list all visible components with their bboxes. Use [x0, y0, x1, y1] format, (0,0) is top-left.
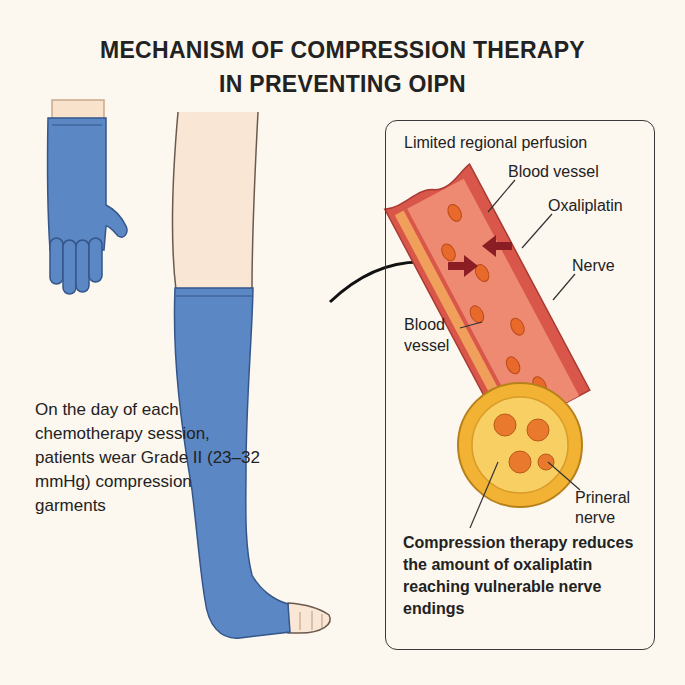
- mechanism-note: Compression therapy reduces the amount o…: [403, 532, 643, 620]
- nerve-fiber: [494, 414, 516, 436]
- leader-line: [488, 180, 515, 212]
- toes: [288, 603, 330, 633]
- part-label: Prineral nerve: [575, 488, 650, 528]
- compression-arrows: [448, 235, 512, 277]
- glove-finger: [63, 240, 76, 294]
- leader-line: [470, 462, 498, 528]
- blood-cell: [467, 304, 486, 326]
- diagram-title: MECHANISM OF COMPRESSION THERAPY IN PREV…: [95, 33, 590, 101]
- nerve-fiber: [527, 419, 549, 441]
- compression-arrow: [448, 255, 478, 277]
- arm-skin: [52, 100, 104, 120]
- leader-line: [553, 274, 575, 300]
- part-label: Nerve: [572, 256, 615, 276]
- glove-finger: [50, 238, 63, 284]
- blood-cell: [508, 316, 527, 338]
- nerve-core: [472, 397, 568, 493]
- compression-arrow: [482, 235, 512, 257]
- nerve-sheath: [458, 383, 582, 507]
- part-label: Blood vessel: [404, 314, 466, 356]
- glove-cuff: [52, 125, 102, 126]
- leader-line: [548, 462, 580, 490]
- instruction-note: On the day of each chemotherapy session,…: [35, 398, 260, 518]
- part-label: Oxaliplatin: [548, 196, 623, 216]
- leg: [172, 112, 330, 638]
- part-label: Blood vessel: [508, 162, 599, 182]
- blood-cell: [504, 355, 523, 377]
- compression-glove: [48, 100, 127, 294]
- leader-lines: [460, 180, 580, 528]
- glove-palm: [48, 118, 127, 250]
- leader-line: [460, 322, 482, 328]
- stocking-cuff: [176, 296, 253, 297]
- panel-heading: Limited regional perfusion: [404, 133, 644, 153]
- blood-cells: [420, 201, 556, 406]
- blood-cell: [439, 242, 458, 264]
- toe-lines: [300, 611, 322, 630]
- blood-cell: [445, 202, 464, 224]
- nerve-fiber: [509, 451, 531, 473]
- nerve-cross-section: [458, 383, 582, 507]
- leader-line: [522, 214, 552, 248]
- pointer-arrow-line: [330, 262, 420, 302]
- leg-skin: [172, 112, 258, 290]
- glove-finger: [89, 238, 102, 282]
- glove-finger: [76, 240, 89, 292]
- nerve-fiber: [538, 454, 554, 470]
